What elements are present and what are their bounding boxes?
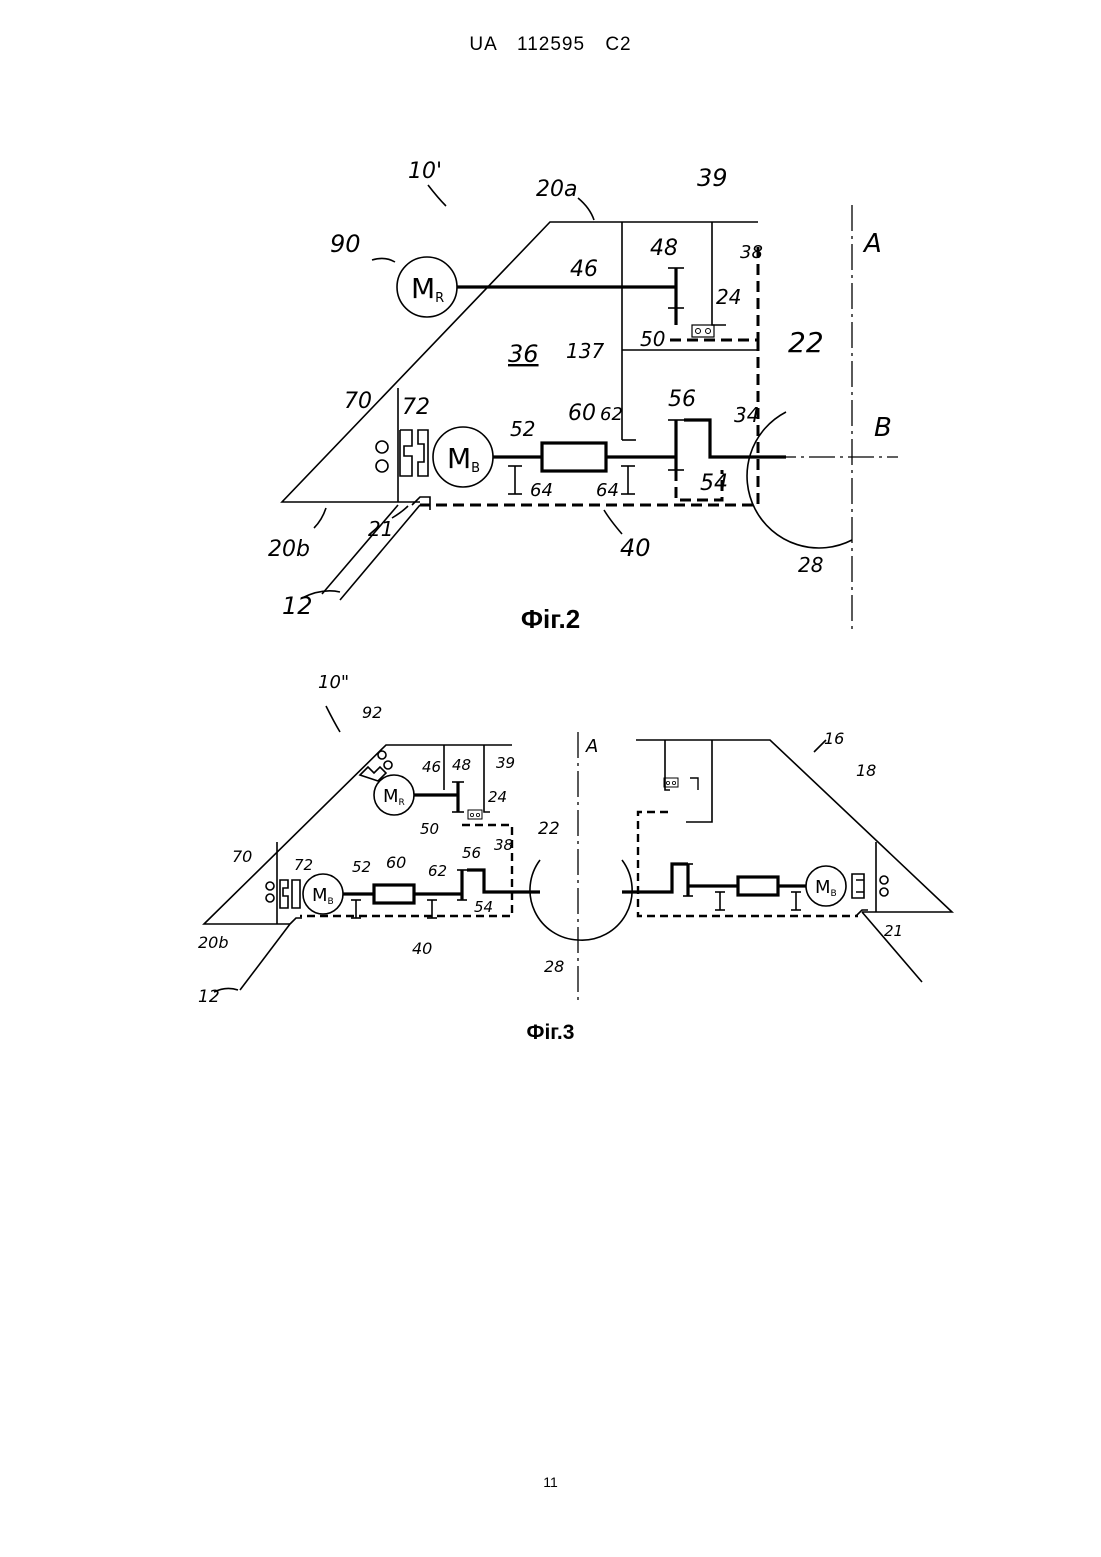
fig2-label-64-right: 64 xyxy=(596,480,619,501)
fig2-leader-21 xyxy=(392,506,408,518)
fig2-label-39: 39 xyxy=(697,164,728,192)
fig2-label-10: 10' xyxy=(408,159,442,184)
fig3-label-22: 22 xyxy=(538,819,560,839)
fig3-label-52: 52 xyxy=(352,858,371,876)
fig3-motor-r-label: MR xyxy=(383,786,405,808)
fig2-bearing-24 xyxy=(692,325,714,337)
fig3-brake-70-top xyxy=(266,882,274,890)
fig3-label-70: 70 xyxy=(232,847,252,866)
fig2-label-40: 40 xyxy=(620,534,651,562)
fig2-element-60 xyxy=(542,443,606,471)
fig2-coupling-72 xyxy=(400,430,428,476)
fig3-right-element xyxy=(738,877,778,895)
fig2-label-64-left: 64 xyxy=(530,480,553,501)
fig3-label-46: 46 xyxy=(422,758,441,776)
fig2-brake-70-top xyxy=(376,441,388,453)
fig3-label-28: 28 xyxy=(544,957,564,976)
fig2-bearing-64-right xyxy=(621,466,635,494)
fig3-label-12: 12 xyxy=(198,987,220,1007)
fig2-label-70: 70 xyxy=(344,389,372,414)
fig2-label-72: 72 xyxy=(402,395,430,420)
fig2-frame-39 xyxy=(712,222,726,325)
fig3-motor-b-label: MB xyxy=(312,885,334,907)
figure-2: 10' 20a 39 90 48 38 A 46 24 50 36 137 22… xyxy=(268,159,898,632)
fig3-output-left xyxy=(467,870,540,892)
fig3-label-54: 54 xyxy=(474,898,493,916)
fig2-label-137: 137 xyxy=(566,339,604,363)
fig3-leader-10 xyxy=(326,706,340,732)
fig2-label-21: 21 xyxy=(368,517,393,541)
fig3-right-bearing-2 xyxy=(791,892,801,910)
fig3-brake-70-bottom xyxy=(266,894,274,902)
figure-2-caption: Фіг.2 xyxy=(0,604,1101,635)
fig2-label-90: 90 xyxy=(330,230,361,258)
fig2-hub-arc xyxy=(747,412,852,548)
fig3-brake-92-a xyxy=(378,751,386,759)
fig3-label-60: 60 xyxy=(386,853,406,872)
fig3-label-39: 39 xyxy=(496,754,515,772)
fig2-label-22: 22 xyxy=(788,326,824,359)
fig2-label-62: 62 xyxy=(600,404,623,425)
page-number: 11 xyxy=(0,1474,1101,1490)
fig2-label-20a: 20a xyxy=(536,177,577,202)
fig3-label-21: 21 xyxy=(884,922,903,940)
figure-3: 10" 92 46 48 39 A 16 24 18 50 22 38 70 7… xyxy=(198,672,952,1007)
fig2-label-28: 28 xyxy=(798,553,823,577)
fig2-label-52: 52 xyxy=(510,417,535,441)
fig3-right-brake-bottom xyxy=(880,888,888,896)
fig3-right-frame-b xyxy=(686,740,712,822)
fig3-right-bearing-1 xyxy=(715,892,725,910)
fig3-label-24: 24 xyxy=(488,788,507,806)
fig2-label-38: 38 xyxy=(740,242,763,263)
figure-3-caption: Фіг.3 xyxy=(0,1021,1101,1045)
fig3-label-48: 48 xyxy=(452,756,471,774)
fig3-label-20b: 20b xyxy=(198,933,229,952)
fig2-label-54: 54 xyxy=(700,471,728,496)
fig2-leader-20a xyxy=(578,198,594,220)
fig2-label-46: 46 xyxy=(570,257,598,282)
fig3-label-72: 72 xyxy=(294,856,313,874)
fig3-label-18: 18 xyxy=(856,761,876,780)
fig3-carrier-link xyxy=(290,918,302,924)
fig3-label-62: 62 xyxy=(428,862,447,880)
fig2-label-24: 24 xyxy=(716,285,741,309)
fig2-motor-r-label: MR xyxy=(411,272,444,306)
fig2-leader-10 xyxy=(428,185,446,206)
fig3-label-a: A xyxy=(585,736,598,757)
fig3-right-bearing-24 xyxy=(664,778,698,790)
fig2-motor-b-label: MB xyxy=(447,442,480,476)
fig2-label-34: 34 xyxy=(734,403,759,427)
fig2-label-b: B xyxy=(874,413,892,443)
fig2-label-56: 56 xyxy=(668,387,696,412)
fig3-brake-92-b xyxy=(384,761,392,769)
fig3-label-16: 16 xyxy=(824,729,844,748)
fig2-label-36: 36 xyxy=(508,340,539,368)
fig2-label-a: A xyxy=(862,229,882,259)
fig3-bearing-24 xyxy=(468,810,482,819)
fig3-element-60 xyxy=(374,885,414,903)
fig2-label-48: 48 xyxy=(650,236,678,261)
fig3-right-coupling xyxy=(852,874,864,898)
fig2-label-20b: 20b xyxy=(268,537,310,562)
fig2-label-50: 50 xyxy=(640,327,665,351)
fig3-shaft-12 xyxy=(240,924,290,990)
fig2-brake-70-bottom xyxy=(376,460,388,472)
fig2-bearing-64-left xyxy=(508,466,522,494)
fig2-leader-20b xyxy=(314,508,326,528)
fig3-right-brake-top xyxy=(880,876,888,884)
fig2-label-60: 60 xyxy=(568,401,596,426)
fig3-label-10: 10" xyxy=(318,672,349,693)
fig2-leader-90 xyxy=(372,258,395,262)
fig3-label-40: 40 xyxy=(412,939,432,958)
fig3-label-50: 50 xyxy=(420,820,439,838)
fig3-coupling-72 xyxy=(280,880,300,908)
fig3-label-92: 92 xyxy=(362,703,382,722)
fig3-right-motor-b-label: MB xyxy=(815,877,837,899)
fig3-label-56: 56 xyxy=(462,844,481,862)
fig2-leader-40 xyxy=(604,510,622,534)
fig3-hub-arc-left xyxy=(530,860,578,940)
fig3-label-38: 38 xyxy=(494,836,513,854)
fig3-hub-arc-right xyxy=(578,860,632,940)
